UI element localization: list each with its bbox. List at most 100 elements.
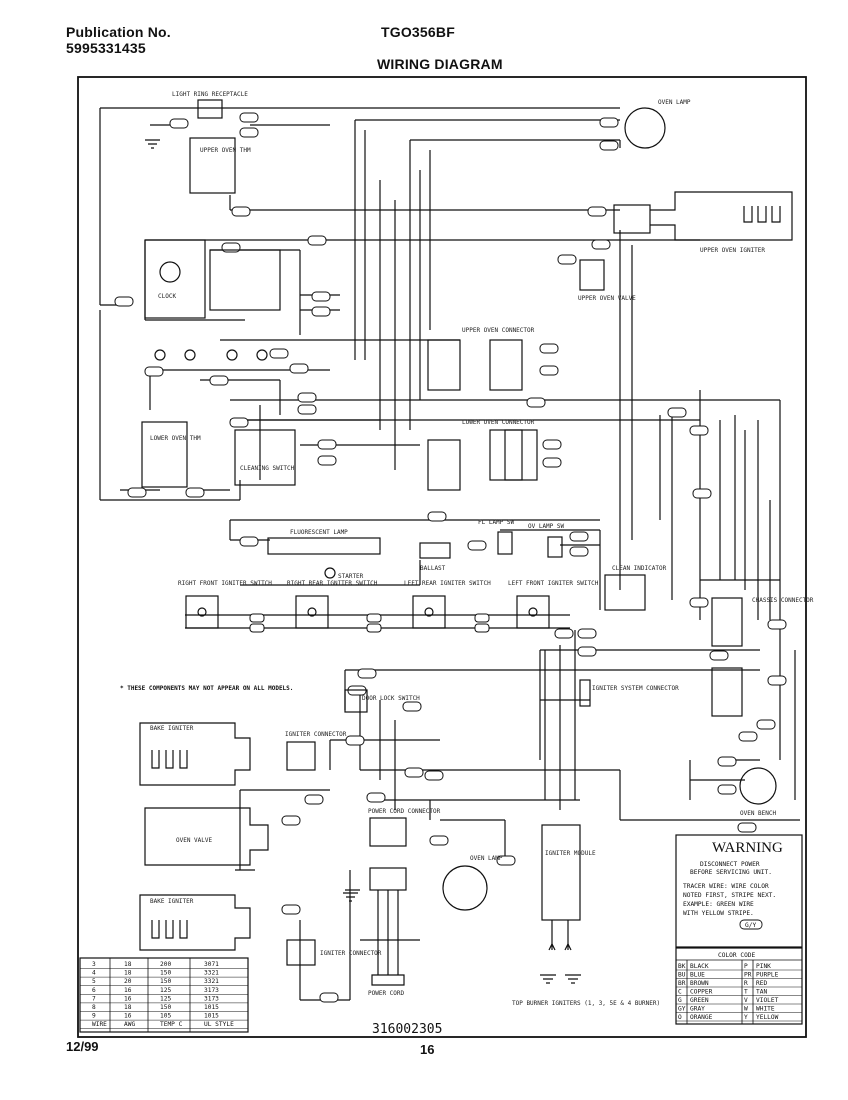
wire-table-cell: 3321 [204, 970, 219, 977]
color-code-cell: PINK [756, 963, 771, 970]
color-code-cell: GRAY [690, 1006, 705, 1013]
wire-table-cell: 16 [124, 987, 132, 994]
page-title: WIRING DIAGRAM [377, 56, 503, 72]
broil-igniter-label: BAKE IGNITER [150, 898, 194, 905]
wire-table-cell: 125 [160, 995, 171, 1002]
wire-table-cell: 150 [160, 970, 171, 977]
color-code-cell: TAN [756, 989, 767, 996]
wire-table-cell: 3321 [204, 978, 219, 985]
oven-valve-label: OVEN VALVE [176, 837, 213, 844]
color-code-cell: Y [744, 1014, 748, 1021]
color-code-cell: O [678, 1014, 682, 1021]
wire-table-cell: 3 [92, 961, 96, 968]
ballast-label: BALLAST [420, 565, 446, 572]
fl-lamp-sw-label: FL LAMP SW [478, 519, 515, 526]
color-code-cell: GY [678, 1006, 686, 1013]
component-symbols [139, 99, 793, 986]
warning-line: NOTED FIRST, STRIPE NEXT. [683, 892, 776, 899]
warning-box: WARNING DISCONNECT POWER BEFORE SERVICIN… [675, 834, 803, 948]
color-code-cell: C [678, 989, 682, 996]
color-code-cell: BLUE [690, 972, 705, 979]
components-note: * THESE COMPONENTS MAY NOT APPEAR ON ALL… [120, 685, 293, 692]
wire-table-cell: 16 [124, 995, 132, 1002]
publication-label: Publication No. [66, 24, 171, 40]
wire-table-cell: UL STYLE [204, 1021, 234, 1028]
power-cord-label: POWER CORD [368, 990, 405, 997]
wire-table-cell: 9 [92, 1013, 96, 1020]
wire-table-cell: 3173 [204, 987, 219, 994]
color-code-cell: W [744, 1006, 748, 1013]
wire-table-cell: 1015 [204, 1013, 219, 1020]
door-lock-switch-label: DOOR LOCK SWITCH [362, 695, 420, 702]
color-code-title: COLOR CODE [718, 952, 756, 959]
color-code-cell: YELLOW [756, 1014, 779, 1021]
color-code-cell: BR [678, 980, 686, 987]
chassis-connector-label: CHASSIS CONNECTOR [752, 597, 814, 604]
warning-line: TRACER WIRE: WIRE COLOR [683, 883, 769, 890]
publication-number: 5995331435 [66, 40, 146, 56]
color-code-cell: GREEN [690, 997, 709, 1004]
wire-table-cell: TEMP C [160, 1021, 183, 1028]
bake-igniter-label: BAKE IGNITER [150, 725, 194, 732]
color-code-cell: VIOLET [756, 997, 779, 1004]
upper-oven-valve-label: UPPER OVEN VALVE [578, 295, 636, 302]
igniter-connector-2-label: IGNITER CONNECTOR [320, 950, 382, 957]
warning-line: EXAMPLE: GREEN WIRE [683, 901, 754, 908]
component-labels: LIGHT RING RECEPTACLE UPPER OVEN THM OVE… [120, 91, 814, 1007]
warning-title: WARNING [712, 840, 783, 856]
wire-table-cell: 150 [160, 978, 171, 985]
color-code-cell: BLACK [690, 963, 709, 970]
oven-lamp-bottom-label: OVEN LAMP [470, 855, 503, 862]
clean-indicator-label: CLEAN INDICATOR [612, 565, 667, 572]
color-code-cell: RED [756, 980, 767, 987]
diagram-border [77, 76, 807, 1038]
wire-table-cell: 150 [160, 1004, 171, 1011]
wire-table-cell: 18 [124, 970, 132, 977]
lower-oven-thm-label: LOWER OVEN THM [150, 435, 201, 442]
wire-table-cell: AWG [124, 1021, 135, 1028]
right-front-igniter-label: RIGHT FRONT IGNITER SWITCH [178, 580, 272, 587]
right-rear-igniter-label: RIGHT REAR IGNITER SWITCH [287, 580, 378, 587]
wire-table-cell: 3071 [204, 961, 219, 968]
model-number: TGO356BF [381, 24, 455, 40]
wire-table-cell: 1015 [204, 1004, 219, 1011]
wire-table-cell: 18 [124, 961, 132, 968]
wire-table-cell: 18 [124, 1004, 132, 1011]
wire-table-cell: 3173 [204, 995, 219, 1002]
color-code-cell: PURPLE [756, 972, 779, 979]
color-code-cell: BU [678, 972, 686, 979]
oven-lamp-top-label: OVEN LAMP [658, 99, 691, 106]
igniter-connector-label: IGNITER CONNECTOR [285, 731, 347, 738]
revision-date: 12/99 [66, 1039, 99, 1054]
wire-table-cell: 105 [160, 1013, 171, 1020]
color-code-cell: BK [678, 963, 686, 970]
wire-table-cell: 6 [92, 987, 96, 994]
wire-table-cell: WIRE [92, 1021, 107, 1028]
color-code-cell: WHITE [756, 1006, 775, 1013]
wire-table-cell: 200 [160, 961, 171, 968]
upper-oven-connector-label: UPPER OVEN CONNECTOR [462, 327, 535, 334]
cleaning-switch-label: CLEANING SWITCH [240, 465, 295, 472]
wire-table-cell: 5 [92, 978, 96, 985]
upper-oven-thm-label: UPPER OVEN THM [200, 147, 251, 154]
wire-table-cell: 8 [92, 1004, 96, 1011]
page-number: 16 [420, 1042, 435, 1057]
lower-oven-connector-label: LOWER OVEN CONNECTOR [462, 419, 535, 426]
warning-line: BEFORE SERVICING UNIT. [690, 869, 772, 876]
igniter-module-label: IGNITER MODULE [545, 850, 596, 857]
part-number: 316002305 [372, 1022, 443, 1037]
ov-lamp-sw-label: OV LAMP SW [528, 523, 565, 530]
starter-label: STARTER [338, 573, 364, 580]
color-code-cell: G [678, 997, 682, 1004]
warning-line: DISCONNECT POWER [700, 861, 760, 868]
clock-label: CLOCK [158, 293, 176, 300]
top-burner-igniters-label: TOP BURNER IGNITERS (1, 3, 5E & 4 BURNER… [512, 1000, 660, 1007]
light-receptacle-label: LIGHT RING RECEPTACLE [172, 91, 248, 98]
color-code-cell: ORANGE [690, 1014, 713, 1021]
wire-table-cell: 20 [124, 978, 132, 985]
wire-table-cell: 7 [92, 995, 96, 1002]
color-code-cell: COPPER [690, 989, 713, 996]
upper-oven-igniter-label: UPPER OVEN IGNITER [700, 247, 765, 254]
color-code-cell: V [744, 997, 748, 1004]
